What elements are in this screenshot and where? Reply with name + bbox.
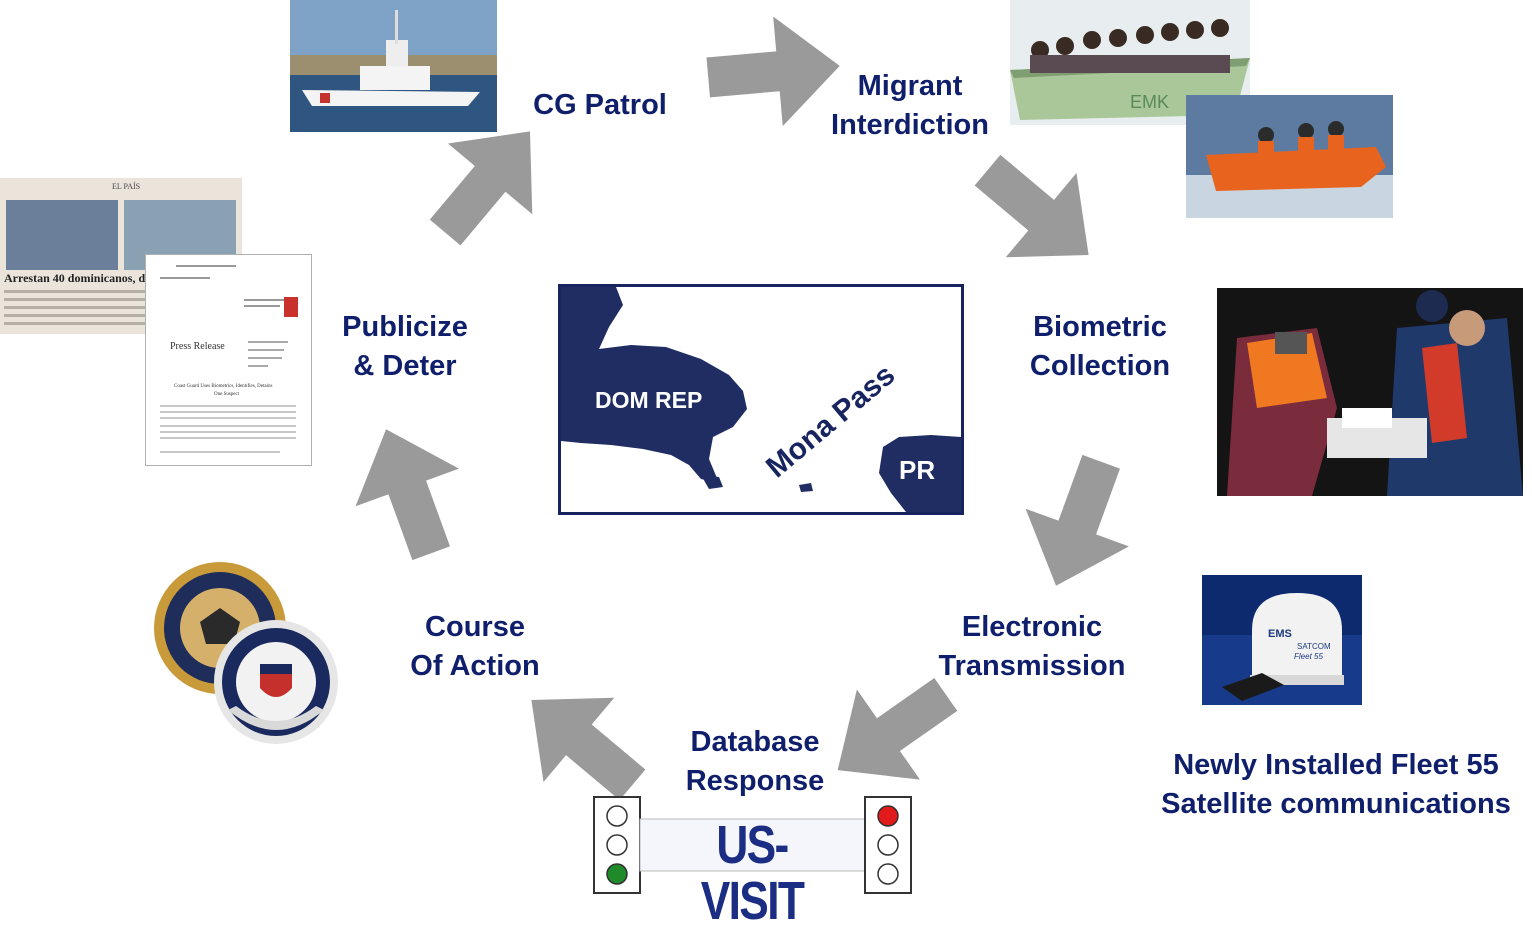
arrow-biometric-to-transmission (1004, 442, 1153, 605)
mona-pass-map: DOM REP Mona Pass PR (558, 284, 964, 515)
doj-and-uscg-seals (148, 560, 353, 750)
migrant-boat-photo: EMK (1010, 0, 1250, 125)
svg-text:One Suspect: One Suspect (214, 392, 240, 397)
svg-text:Arrestan 40 dominicanos, dos e: Arrestan 40 dominicanos, dos e (4, 271, 165, 285)
coast-guard-cutter-photo (290, 0, 497, 132)
dom-rep-label: DOM REP (595, 387, 703, 413)
svg-text:EMK: EMK (1130, 92, 1169, 112)
ems-satcom-fleet-55-photo: EMS SATCOM Fleet 55 (1202, 575, 1362, 705)
svg-text:SATCOM: SATCOM (1297, 642, 1331, 651)
electronic-transmission-label: Electronic Transmission (938, 611, 1126, 682)
pr-label: PR (899, 455, 936, 485)
publicize-deter-label: Publicize & Deter (342, 311, 468, 382)
biometric-collection-photo (1217, 288, 1523, 496)
svg-text:EMS: EMS (1268, 628, 1292, 640)
us-visit-text: US-VISIT (700, 815, 805, 931)
svg-text:Press Release: Press Release (170, 341, 225, 352)
course-of-action-label: Course Of Action (410, 611, 540, 682)
svg-text:Coast Guard Uses Biometrics, I: Coast Guard Uses Biometrics, Identifies,… (174, 384, 273, 389)
press-release-document: Press Release Coast Guard Uses Biometric… (145, 254, 312, 466)
svg-text:Fleet 55: Fleet 55 (1294, 652, 1323, 661)
migrant-interdiction-label: Migrant Interdiction (831, 70, 989, 141)
rigid-inflatable-boat-photo (1186, 95, 1393, 218)
svg-text:EL PAÍS: EL PAÍS (112, 181, 140, 191)
biometric-collection-label: Biometric Collection (1029, 311, 1171, 382)
arrow-course-to-publicize (334, 410, 483, 573)
arrow-interdiction-to-biometric (952, 128, 1124, 298)
us-visit-logo: US-VISIT (592, 795, 915, 931)
database-response-label: Database Response (685, 726, 825, 797)
satellite-caption: Newly Installed Fleet 55 Satellite commu… (1161, 749, 1511, 820)
cg-patrol-label: CG Patrol (533, 89, 667, 121)
map-land-shapes (561, 287, 961, 512)
